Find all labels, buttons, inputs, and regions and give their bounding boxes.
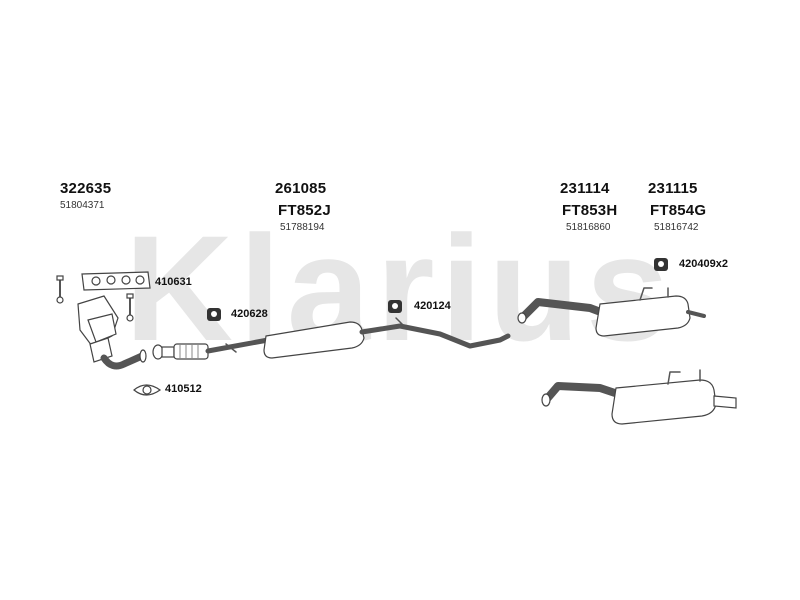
accessory-code-420628: 420628 bbox=[231, 308, 268, 320]
part-number-231115: 231115 bbox=[648, 180, 698, 197]
reference-number-51816860: 51816860 bbox=[566, 222, 611, 233]
flex-pipe-icon bbox=[152, 337, 271, 360]
rear-silencer-icon bbox=[541, 369, 737, 425]
svg-text:Klarius: Klarius bbox=[125, 212, 676, 362]
reference-number-51816742: 51816742 bbox=[654, 222, 699, 233]
catalytic-converter-icon bbox=[77, 295, 147, 370]
accessory-code-420124: 420124 bbox=[414, 300, 451, 312]
part-number-261085: 261085 bbox=[275, 180, 327, 197]
bolt-icon bbox=[56, 275, 134, 322]
accessory-code-410631: 410631 bbox=[155, 276, 192, 288]
part-number-231114: 231114 bbox=[560, 180, 610, 197]
rubber-mount-icon bbox=[207, 258, 668, 321]
klarius-watermark: Klarius bbox=[125, 212, 676, 362]
accessory-code-410512: 410512 bbox=[165, 383, 202, 395]
reference-number-51788194: 51788194 bbox=[280, 222, 325, 233]
part-code-FT853H: FT853H bbox=[562, 202, 618, 219]
rear-silencer-icon bbox=[517, 287, 706, 337]
part-number-322635: 322635 bbox=[60, 180, 112, 197]
reference-number-51804371: 51804371 bbox=[60, 200, 105, 211]
part-code-FT854G: FT854G bbox=[650, 202, 707, 219]
centre-silencer-icon bbox=[263, 317, 511, 359]
manifold-gasket-icon bbox=[81, 271, 151, 291]
accessory-code-420409x2: 420409x2 bbox=[679, 258, 728, 270]
part-code-FT852J: FT852J bbox=[278, 202, 331, 219]
flange-gasket-icon bbox=[133, 384, 162, 396]
